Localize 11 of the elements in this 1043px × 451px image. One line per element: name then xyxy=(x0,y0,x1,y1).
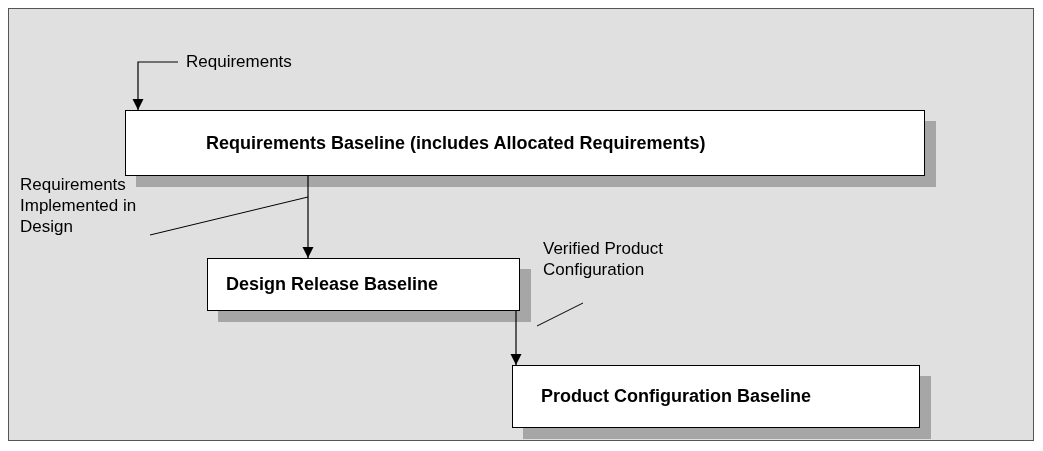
annotation-text: Requirements Implemented in Design xyxy=(20,174,207,234)
arrow xyxy=(510,310,522,366)
leader-line xyxy=(536,302,584,327)
input-label: Requirements xyxy=(186,52,292,72)
arrow xyxy=(132,61,179,111)
box-title: Design Release Baseline xyxy=(226,274,439,295)
box-title: Product Configuration Baseline xyxy=(541,386,812,407)
leader-line xyxy=(149,196,309,236)
annotation-text: Verified Product Configuration xyxy=(543,238,713,302)
arrow xyxy=(302,175,314,259)
box-title: Requirements Baseline (includes Allocated Requirements) xyxy=(206,132,706,154)
